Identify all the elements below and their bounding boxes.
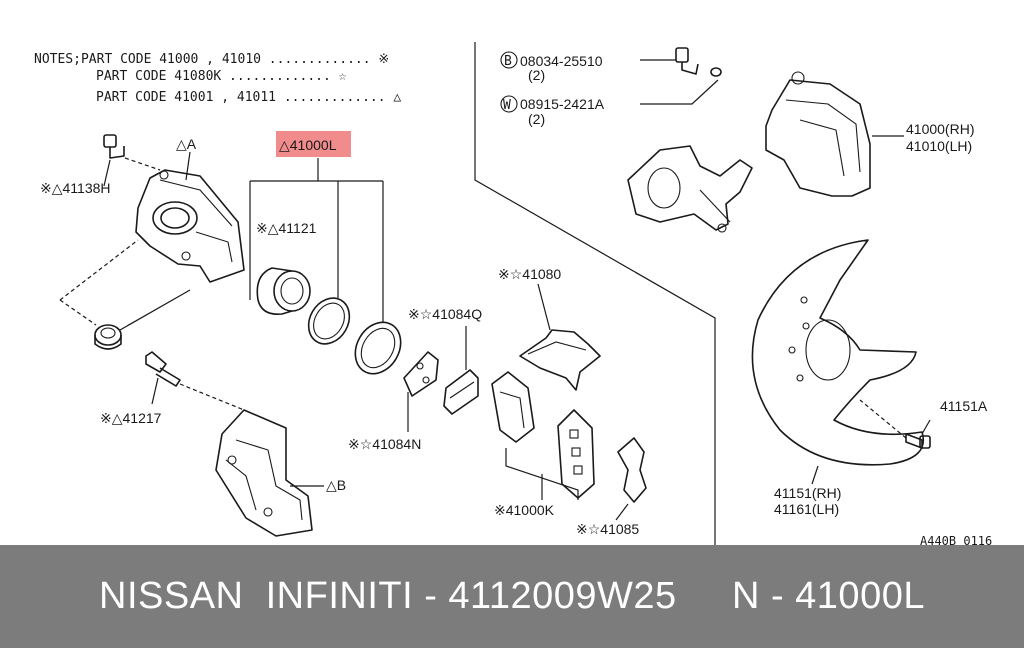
bolt-b [675,47,699,75]
bolt-b-qty: (2) [528,67,545,83]
shim-41084n [403,351,439,397]
divider-line [474,42,716,545]
figure-code: A440B 0116 [920,534,992,545]
highlight-box [276,131,351,157]
washer-w-label[interactable]: 08915-2421A [520,96,605,112]
dash-b [59,299,97,326]
bracket-b [215,409,313,537]
notes-line-2: PART CODE 41080K ............. ☆ [96,69,347,84]
bolt-41138h-label[interactable]: ※△41138H [40,180,111,196]
caliper-rh-label[interactable]: 41000(RH) [906,121,974,137]
footer-banner: NISSAN INFINITI - 4112009W25 N - 41000L [0,545,1024,648]
washer-w-letter: W [503,98,511,113]
guide-pin [145,351,181,387]
bolt-b-marker [500,51,518,69]
bolt-b-label[interactable]: 08034-25510 [520,53,603,69]
boot-leader [119,289,191,331]
seal-41121-label[interactable]: ※△41121 [256,220,317,236]
pin-41217-label[interactable]: ※△41217 [100,410,162,426]
caliper-assembly [765,71,871,197]
pad-41000k-label[interactable]: ※41000K [494,502,555,518]
dust-boot [354,321,402,375]
notes-line-1: NOTES;PART CODE 41000 , 41010 ..........… [34,52,389,67]
parts-diagram: NOTES;PART CODE 41000 , 41010 ..........… [34,42,992,545]
plate-leader [811,465,819,485]
plate-lh-label[interactable]: 41161(LH) [774,501,839,517]
bolt-dash [124,157,161,171]
spring-41085-label[interactable]: ※☆41085 [576,521,639,537]
boot-bushing [94,324,122,350]
pin-leader [151,377,159,405]
shim-41084q [443,369,479,415]
washer-w-leader [640,79,719,105]
footer-text: NISSAN INFINITI - 4112009W25 N - 41000L [99,575,925,617]
washer-w [710,67,722,77]
bolt-41138h [103,134,125,159]
knuckle-assembly [627,145,753,233]
piston [256,267,311,316]
plate-rh-label[interactable]: 41151(RH) [774,485,841,501]
pad-outer [557,409,595,499]
shim-41084q-label[interactable]: ※☆41084Q [408,306,482,322]
dash-a [59,239,139,301]
notes-line-3: PART CODE 41001 , 41011 ............. △ [96,90,401,105]
caliper-a-leader [185,151,191,181]
washer-w-qty: (2) [528,111,545,127]
bolt-41151a-leader [921,419,931,435]
spring-leader [615,503,629,521]
caliper-a [135,169,245,283]
highlight-label[interactable]: △41000L [279,137,337,153]
bolt-b-letter: B [504,54,512,69]
washer-w-marker [500,95,518,113]
clip-leader [537,283,551,331]
bolt-41151a [905,433,931,449]
pad-inner [491,371,535,443]
clip-41080 [519,329,601,391]
pin-dash [179,383,245,411]
bracket-b-label[interactable]: △B [326,477,346,493]
caliper-a-label[interactable]: △A [176,136,197,152]
bolt-41138h-leader [103,159,111,187]
spring-41085 [617,437,647,503]
bolt-41151a-dash [859,399,907,439]
seal-ring [307,297,351,345]
clip-41080-label[interactable]: ※☆41080 [498,266,561,282]
shim-41084n-label[interactable]: ※☆41084N [348,436,421,452]
bolt-41151a-label[interactable]: 41151A [940,398,988,414]
caliper-lh-label[interactable]: 41010(LH) [906,138,972,154]
